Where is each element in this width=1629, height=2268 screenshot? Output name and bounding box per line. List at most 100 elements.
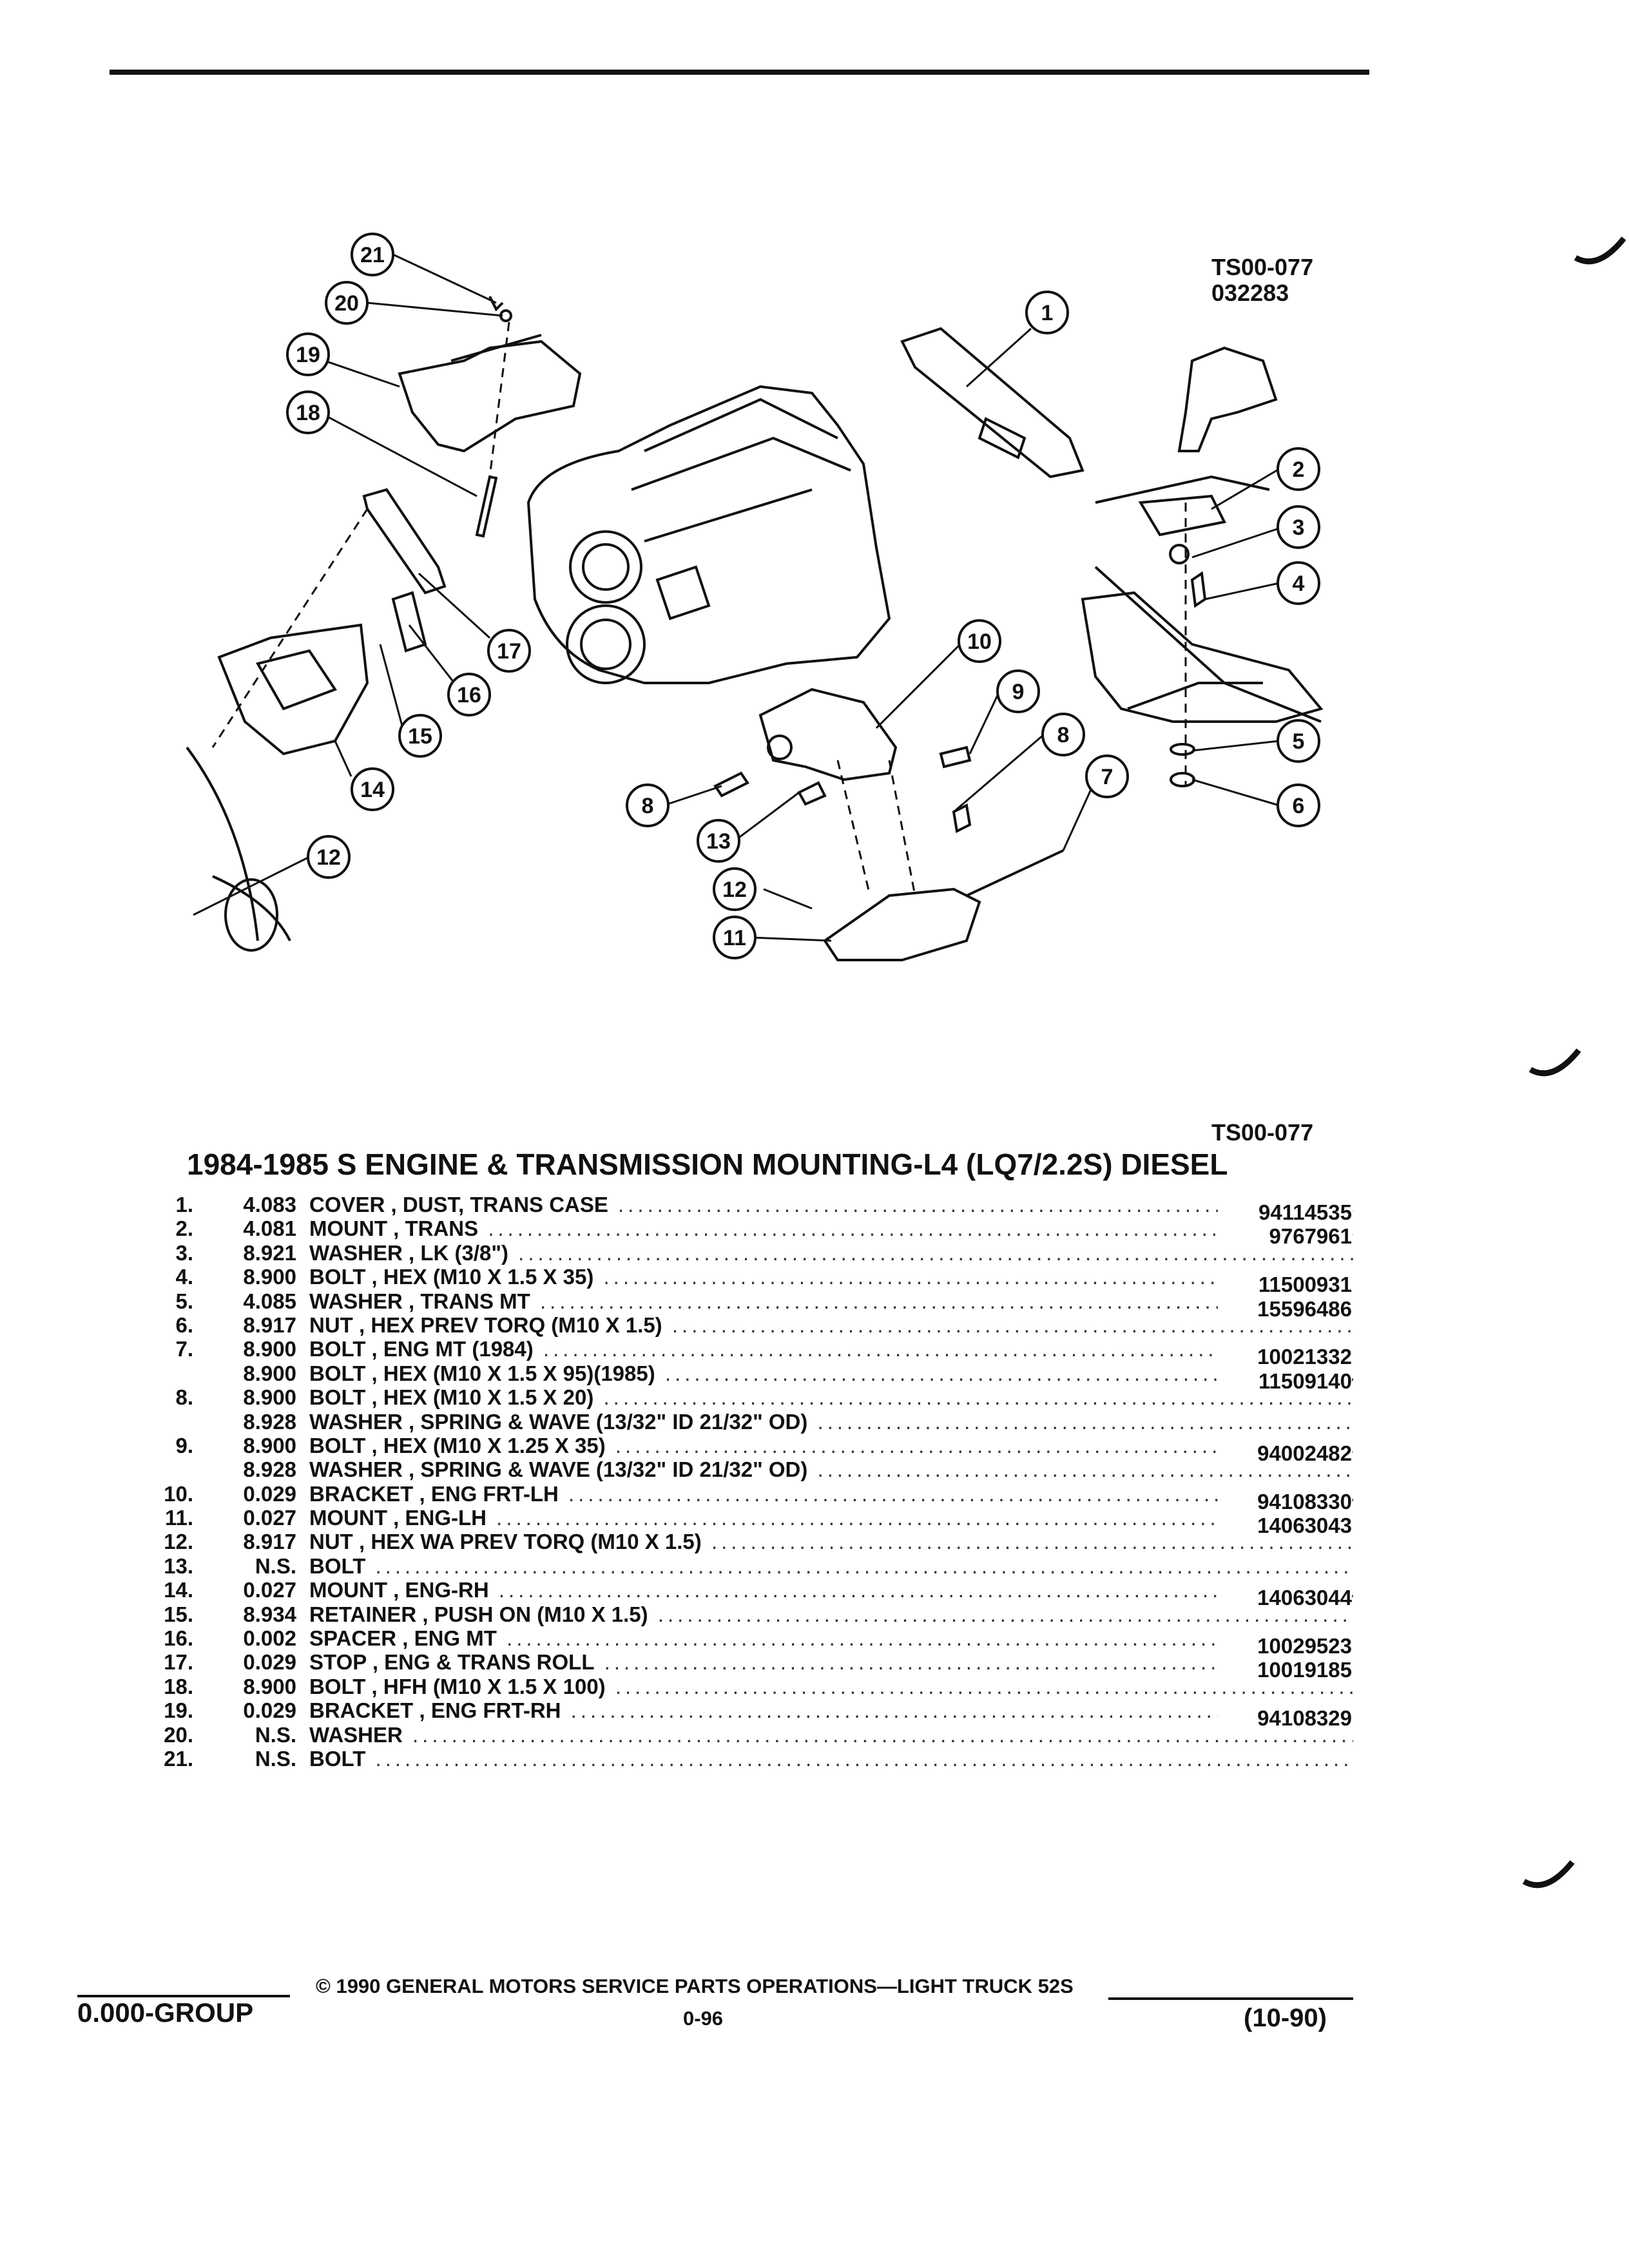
part-number: 11500931 bbox=[1218, 1273, 1352, 1297]
item-description: SPACER , ENG MT bbox=[309, 1627, 497, 1651]
item-description-cell: WASHER , TRANS MT ......................… bbox=[309, 1290, 1353, 1313]
item-number: 18. bbox=[164, 1674, 193, 1698]
group-code: 4.085 bbox=[243, 1289, 296, 1313]
group-code: 8.900 bbox=[243, 1337, 296, 1361]
item-description: WASHER , LK (3/8") bbox=[309, 1241, 509, 1265]
item-description-cell: BRACKET , ENG FRT-LH ...................… bbox=[309, 1483, 1353, 1506]
callout-2: 2 bbox=[1293, 457, 1305, 482]
item-description-cell: WASHER , SPRING & WAVE (13/32" ID 21/32"… bbox=[309, 1458, 1353, 1481]
callout-4: 4 bbox=[1293, 572, 1305, 596]
parts-row: 11. 0.027 MOUNT , ENG-LH .................… bbox=[148, 1506, 1360, 1538]
leader-dots: ........................................… bbox=[817, 1410, 1353, 1434]
callout-21: 21 bbox=[360, 243, 385, 267]
item-number: 8. bbox=[175, 1385, 193, 1410]
part-number: 94002482 bbox=[1218, 1441, 1352, 1465]
roll-stop bbox=[362, 488, 447, 595]
callout-1: 1 bbox=[1041, 301, 1054, 325]
part-number: 11509140 bbox=[1218, 1369, 1352, 1393]
item-number: 11. bbox=[164, 1506, 193, 1530]
exploded-diagram: 1 2 3 4 5 6 7 8 9 10 11 12 13 8 21 20 19… bbox=[186, 233, 1324, 961]
item-number: 17. bbox=[164, 1650, 193, 1675]
group-code: 0.029 bbox=[243, 1698, 296, 1723]
group-code: 8.900 bbox=[243, 1433, 296, 1457]
group-code: 8.917 bbox=[243, 1530, 296, 1554]
item-description-cell: WASHER .................................… bbox=[309, 1724, 1353, 1747]
callout-16: 16 bbox=[457, 683, 481, 707]
item-description: BOLT , HEX (M10 X 1.5 X 20) bbox=[309, 1386, 594, 1410]
parts-row: 20.N.S.WASHER ..........................… bbox=[148, 1722, 1360, 1747]
item-description-cell: BOLT , HEX (M10 X 1.5 X 95)(1985) ......… bbox=[309, 1362, 1353, 1385]
item-number: 19. bbox=[164, 1698, 193, 1723]
leader-dots: ........................................… bbox=[506, 1627, 1353, 1651]
illustration-ref-header: TS00-077 032283 bbox=[1211, 255, 1313, 306]
group-code: 0.029 bbox=[243, 1481, 296, 1506]
item-description-cell: BOLT , HEX (M10 X 1.5 X 20) ............… bbox=[309, 1386, 1353, 1409]
group-code: 8.921 bbox=[243, 1240, 296, 1265]
item-number: 2. bbox=[175, 1216, 193, 1241]
leader-dots: ........................................… bbox=[488, 1217, 1353, 1241]
part-number: 94114535 bbox=[1218, 1201, 1352, 1224]
callout-12-second: 12 bbox=[316, 845, 341, 870]
item-description: WASHER , SPRING & WAVE (13/32" ID 21/32"… bbox=[309, 1458, 808, 1482]
item-number: 16. bbox=[164, 1626, 193, 1651]
transmission-tail bbox=[1177, 346, 1278, 452]
pulley-lower bbox=[566, 604, 646, 684]
part-number: 94108329 bbox=[1218, 1707, 1352, 1731]
crossmember bbox=[1081, 591, 1324, 723]
group-code: 8.900 bbox=[243, 1361, 296, 1385]
part-number: 15596486 bbox=[1218, 1297, 1352, 1321]
revision-date: (10-90) bbox=[1244, 2004, 1327, 2032]
item-description-cell: WASHER , LK (3/8") .....................… bbox=[309, 1242, 1353, 1265]
item-number: 10. bbox=[164, 1481, 193, 1506]
parts-row: 13.N.S.BOLT ............................… bbox=[148, 1553, 1360, 1579]
callout-5: 5 bbox=[1293, 729, 1305, 754]
item-description-cell: WASHER , SPRING & WAVE (13/32" ID 21/32"… bbox=[309, 1410, 1353, 1434]
group-code: 8.900 bbox=[243, 1265, 296, 1289]
item-description-cell: BOLT ...................................… bbox=[309, 1747, 1353, 1771]
binder-hook-mark bbox=[1574, 236, 1626, 265]
leader-dots: ........................................… bbox=[603, 1386, 1354, 1410]
item-number: 20. bbox=[164, 1722, 193, 1747]
item-number: 13. bbox=[164, 1553, 193, 1578]
item-description-cell: SPACER , ENG MT ........................… bbox=[309, 1627, 1353, 1650]
binder-hook-mark bbox=[1522, 1860, 1575, 1888]
group-code: 8.917 bbox=[243, 1312, 296, 1337]
callout-8: 8 bbox=[1057, 723, 1070, 747]
item-description: STOP , ENG & TRANS ROLL bbox=[309, 1651, 595, 1675]
item-description-cell: MOUNT , ENG-LH .........................… bbox=[309, 1506, 1353, 1530]
leader-dots: ........................................… bbox=[615, 1675, 1353, 1698]
parts-row: 21.N.S.BOLT ............................… bbox=[148, 1747, 1360, 1771]
callout-20: 20 bbox=[334, 291, 359, 316]
callout-6: 6 bbox=[1293, 794, 1305, 818]
item-description: BOLT bbox=[309, 1747, 366, 1771]
callout-10: 10 bbox=[967, 629, 992, 654]
parts-row: 8.928 WASHER , SPRING & WAVE (13/32" ID 2… bbox=[148, 1458, 1360, 1482]
leader-dots: ........................................… bbox=[498, 1579, 1353, 1602]
ref-code: TS00-077 bbox=[1211, 254, 1314, 280]
item-number: 9. bbox=[175, 1433, 193, 1457]
footer-group: 0.000-GROUP bbox=[77, 1997, 254, 2028]
leader-dots: ........................................… bbox=[817, 1458, 1353, 1482]
item-number: 14. bbox=[164, 1578, 193, 1602]
item-description: MOUNT , TRANS bbox=[309, 1217, 479, 1241]
item-description-cell: NUT , HEX WA PREV TORQ (M10 X 1.5) .....… bbox=[309, 1530, 1353, 1553]
part-number: 14063043 bbox=[1218, 1514, 1352, 1538]
group-code: 0.027 bbox=[243, 1506, 296, 1530]
bracket-lh bbox=[758, 687, 898, 782]
group-code: 8.928 bbox=[243, 1457, 296, 1482]
callout-7: 7 bbox=[1101, 765, 1113, 789]
